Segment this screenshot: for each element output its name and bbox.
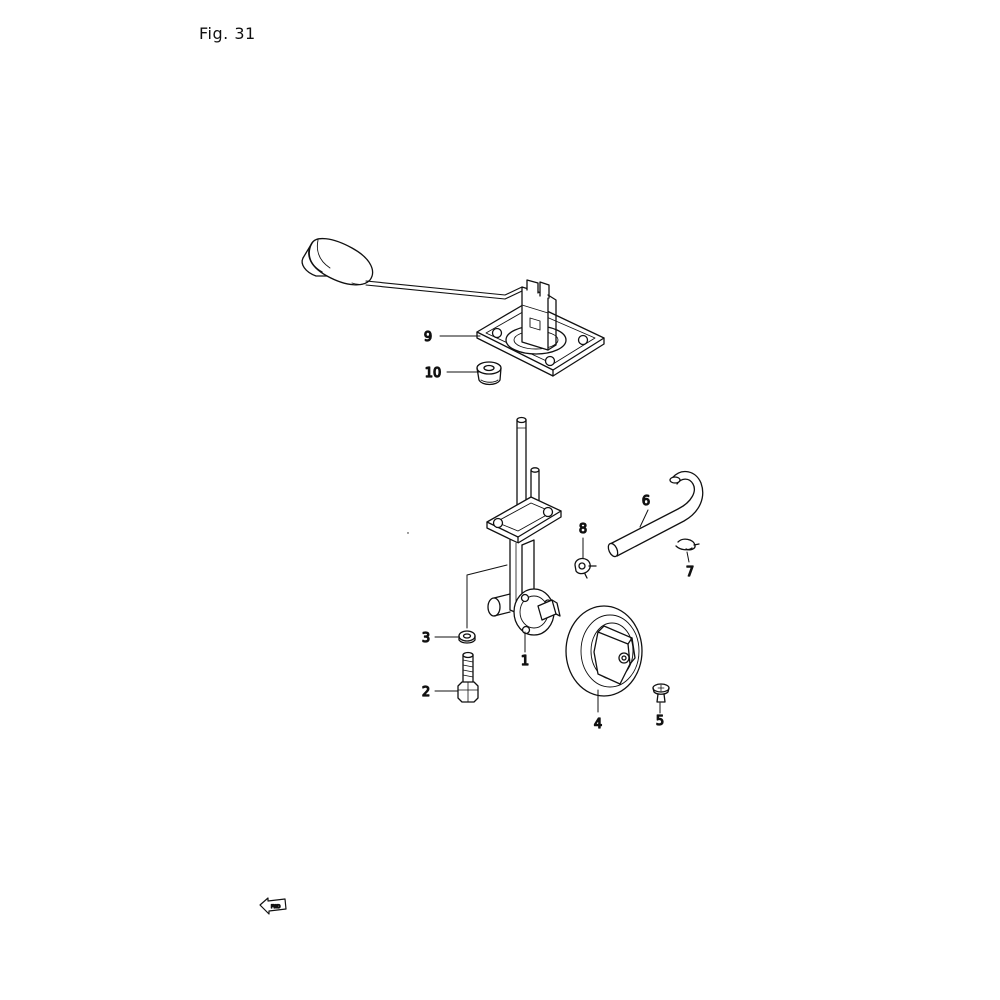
washer-part bbox=[458, 630, 476, 644]
hose-clip-part-7 bbox=[675, 538, 700, 551]
fuel-level-sender-part bbox=[301, 237, 605, 377]
callout-1: 1 bbox=[521, 654, 529, 669]
callout-10: 10 bbox=[425, 366, 442, 381]
direction-stamp-text: FWD bbox=[271, 904, 280, 909]
arrow-left-icon bbox=[259, 897, 287, 915]
callout-2: 2 bbox=[422, 685, 430, 700]
fuel-hose-part bbox=[607, 470, 704, 558]
leader-7 bbox=[686, 551, 690, 563]
callout-8: 8 bbox=[579, 522, 587, 537]
callout-3: 3 bbox=[422, 631, 430, 646]
figure-title: Fig. 31 bbox=[199, 24, 256, 43]
leader-lines bbox=[434, 335, 690, 714]
callout-4: 4 bbox=[594, 717, 602, 732]
callout-7: 7 bbox=[686, 565, 694, 580]
leader-3 bbox=[466, 564, 508, 629]
bolt-part bbox=[457, 651, 479, 703]
callout-9: 9 bbox=[424, 330, 432, 345]
fuel-cock-part bbox=[486, 416, 562, 636]
grommet-part bbox=[476, 361, 502, 386]
screw-part bbox=[652, 683, 670, 703]
float-icon bbox=[301, 237, 374, 286]
callout-6: 6 bbox=[642, 494, 650, 509]
direction-stamp: FWD bbox=[259, 897, 287, 915]
callout-5: 5 bbox=[656, 714, 664, 729]
leader-6 bbox=[639, 509, 649, 528]
hose-clip-part-8 bbox=[574, 557, 597, 579]
fuel-cock-knob-part bbox=[565, 605, 643, 697]
